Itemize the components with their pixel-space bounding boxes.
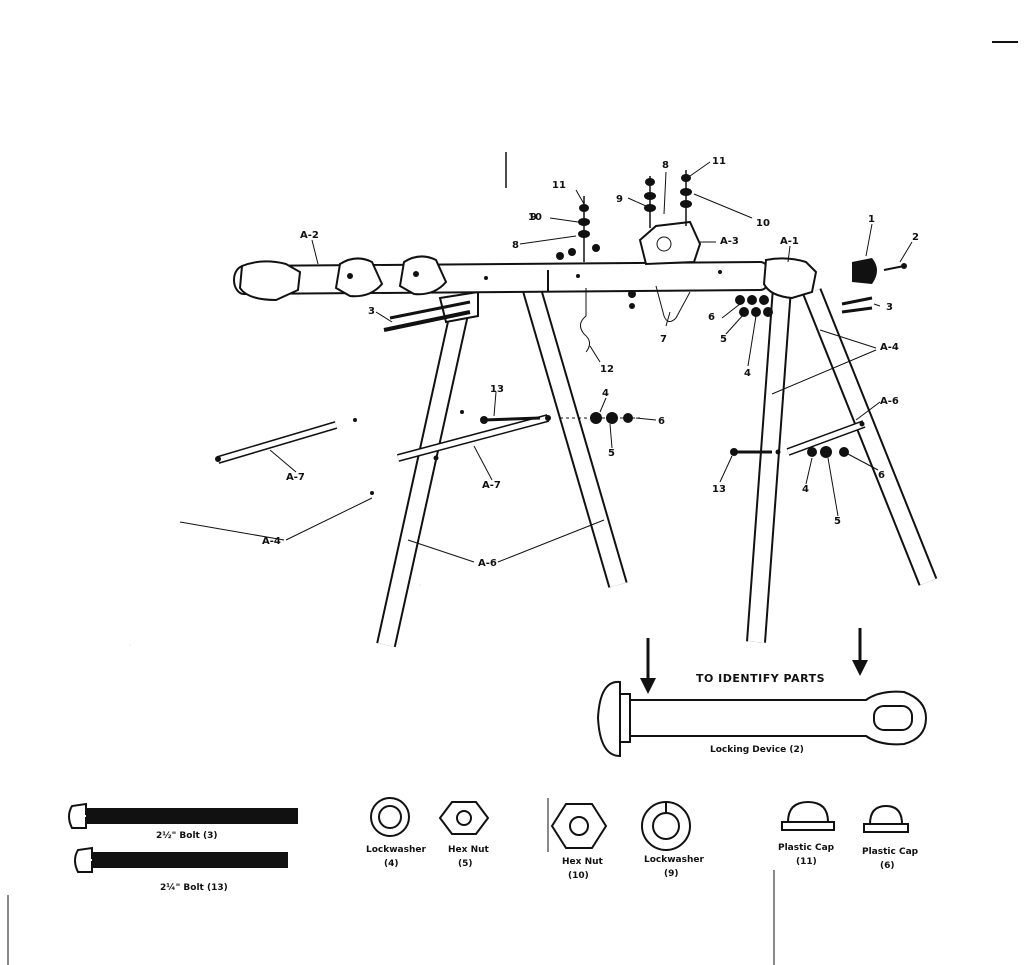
- identify-parts-inset: TO IDENTIFY PARTS Locking Device (2): [596, 628, 928, 758]
- callout-5-right-top: 5: [720, 334, 727, 345]
- top-beam: [233, 220, 818, 322]
- callout-7: 7: [660, 334, 667, 345]
- lockwasher-4-name: Lockwasher: [366, 845, 426, 855]
- exploded-hardware: [383, 170, 907, 458]
- lockwasher-9-icon: [641, 801, 691, 851]
- plastic-cap-11-name: Plastic Cap: [778, 843, 835, 853]
- plastic-cap-6-name: Plastic Cap: [862, 847, 919, 857]
- hardware-legend: 2½" Bolt (3) 2¼" Bolt (13) Lockwasher (4…: [68, 797, 919, 893]
- plastic-cap-11-ref: (11): [796, 857, 817, 867]
- callout-9-center: 9: [616, 194, 623, 205]
- callout-6-right-bot: 6: [878, 470, 885, 481]
- callout-12: 12: [600, 364, 614, 375]
- locking-device-label: Locking Device (2): [710, 745, 804, 755]
- callout-a4-right: A-4: [880, 342, 899, 353]
- hex-nut-5-ref: (5): [458, 859, 473, 869]
- bolt-long-label: 2½" Bolt (3): [156, 830, 217, 841]
- callout-a6-right: A-6: [880, 396, 899, 407]
- middle-a-frame: [376, 287, 628, 648]
- hex-nut-5-name: Hex Nut: [448, 845, 490, 855]
- callout-a2: A-2: [300, 230, 319, 241]
- leader-lines: [179, 161, 913, 563]
- right-a-frame: [746, 287, 938, 643]
- callout-5-mid: 5: [608, 448, 615, 459]
- left-a-frame: [122, 289, 428, 648]
- callout-6-right-top: 6: [708, 312, 715, 323]
- plastic-cap-11-icon: [781, 800, 835, 831]
- callout-a3: A-3: [720, 236, 739, 247]
- callout-4-right-bot: 4: [802, 484, 809, 495]
- hex-nut-5-icon: [438, 801, 490, 835]
- bolt-long-icon: [68, 802, 298, 829]
- hex-nut-10-name: Hex Nut: [562, 857, 604, 867]
- callout-1: 1: [868, 214, 875, 225]
- callout-13-mid: 13: [490, 384, 504, 395]
- callout-labels: A-1 A-2 A-3 A-4 A-4 A-6 A-6 A-7 A-7 1 2 …: [262, 156, 919, 569]
- identify-parts-title: TO IDENTIFY PARTS: [696, 672, 825, 685]
- plastic-cap-6-icon: [863, 804, 909, 833]
- callout-a6-left: A-6: [478, 558, 497, 569]
- plastic-cap-6-ref: (6): [880, 861, 895, 871]
- callout-6-mid: 6: [658, 416, 665, 427]
- lockwasher-9-ref: (9): [664, 869, 679, 879]
- callout-10-right: 10: [756, 218, 770, 229]
- callout-8-left: 8: [512, 240, 519, 251]
- callout-4-right-top: 4: [744, 368, 751, 379]
- callout-3-left: 3: [368, 306, 375, 317]
- lockwasher-4-icon: [370, 797, 410, 837]
- hex-nut-10-ref: (10): [568, 871, 589, 881]
- callout-3-right: 3: [886, 302, 893, 313]
- callout-5-right-bot: 5: [834, 516, 841, 527]
- callout-11-right: 11: [712, 156, 726, 167]
- callout-a7-mid: A-7: [482, 480, 501, 491]
- callout-9-left: 9: [530, 212, 537, 223]
- callout-2: 2: [912, 232, 919, 243]
- callout-8-center: 8: [662, 160, 669, 171]
- callout-13-right: 13: [712, 484, 726, 495]
- callout-10-left: 10: [528, 212, 542, 223]
- callout-4-mid: 4: [602, 388, 609, 399]
- bolt-short-icon: [74, 846, 288, 873]
- lockwasher-4-ref: (4): [384, 859, 399, 869]
- callout-a7-left: A-7: [286, 472, 305, 483]
- callout-a4-left: A-4: [262, 536, 281, 547]
- callout-a1: A-1: [780, 236, 799, 247]
- callout-11-left: 11: [552, 180, 566, 191]
- hex-nut-10-icon: [550, 803, 608, 849]
- lockwasher-9-name: Lockwasher: [644, 855, 704, 865]
- bolt-short-label: 2¼" Bolt (13): [160, 882, 228, 893]
